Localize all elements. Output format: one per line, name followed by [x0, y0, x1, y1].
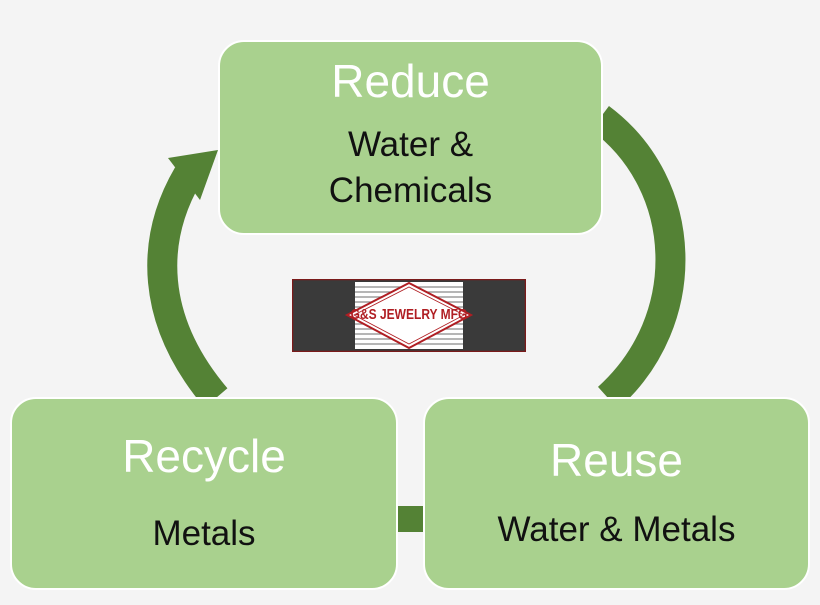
- reduce-title: Reduce: [331, 55, 490, 107]
- recycle-box: Recycle Metals: [10, 397, 398, 590]
- reuse-title: Reuse: [550, 434, 683, 486]
- reuse-subtitle: Water & Metals: [497, 510, 736, 549]
- arc-reduce-to-reuse: [590, 105, 686, 410]
- recycle-subtitle: Metals: [152, 514, 256, 553]
- reduce-box: Reduce Water & Chemicals: [218, 40, 603, 235]
- company-logo: G&S JEWELRY MFG: [292, 279, 526, 352]
- recycle-title: Recycle: [122, 430, 286, 482]
- reuse-box: Reuse Water & Metals: [423, 397, 810, 590]
- logo-text: G&S JEWELRY MFG: [350, 305, 468, 323]
- arc-recycle-to-reduce: [147, 167, 228, 408]
- reduce-subtitle: Water & Chemicals: [328, 125, 493, 210]
- logo-diamond: [344, 281, 474, 350]
- arrowhead-to-reduce: [168, 150, 218, 200]
- logo-graphic: [292, 279, 526, 352]
- connector-reuse-to-recycle: [396, 506, 424, 532]
